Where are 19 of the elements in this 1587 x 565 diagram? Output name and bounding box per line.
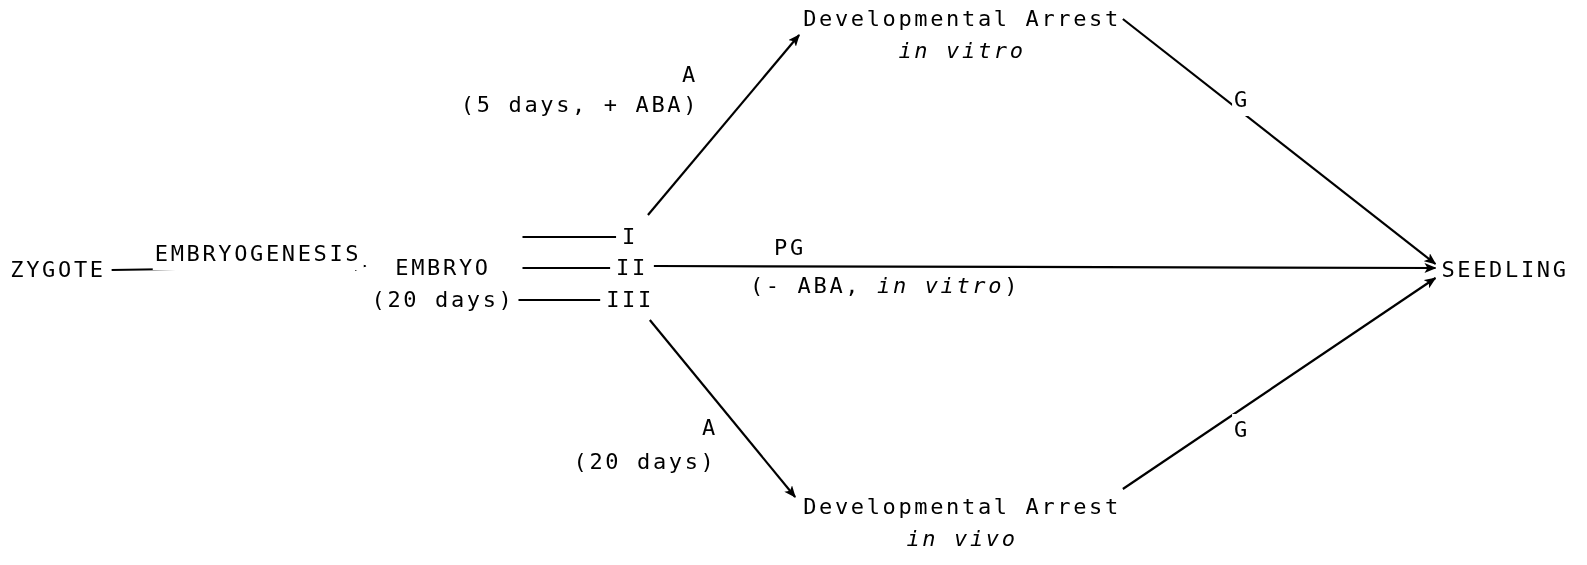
node-label: I xyxy=(622,223,638,251)
arrow xyxy=(649,319,796,498)
line xyxy=(522,266,611,270)
arrow xyxy=(1122,18,1437,265)
arrow xyxy=(647,34,800,216)
node-label: III xyxy=(606,286,654,314)
node-label: ZYGOTE xyxy=(10,256,106,284)
arrow xyxy=(1122,277,1437,490)
node-label: in vitro xyxy=(898,37,1026,65)
node-label: in vivo xyxy=(906,525,1018,553)
node-label: Developmental Arrest xyxy=(803,5,1121,33)
duration-note: (20 days) xyxy=(371,286,515,314)
line xyxy=(518,298,601,302)
node-label: SEEDLING xyxy=(1441,256,1569,284)
node-label: II xyxy=(616,254,648,282)
arrow xyxy=(653,262,1437,273)
node-label: Developmental Arrest xyxy=(803,493,1121,521)
line xyxy=(522,235,617,239)
node-label: EMBRYO xyxy=(395,254,491,282)
